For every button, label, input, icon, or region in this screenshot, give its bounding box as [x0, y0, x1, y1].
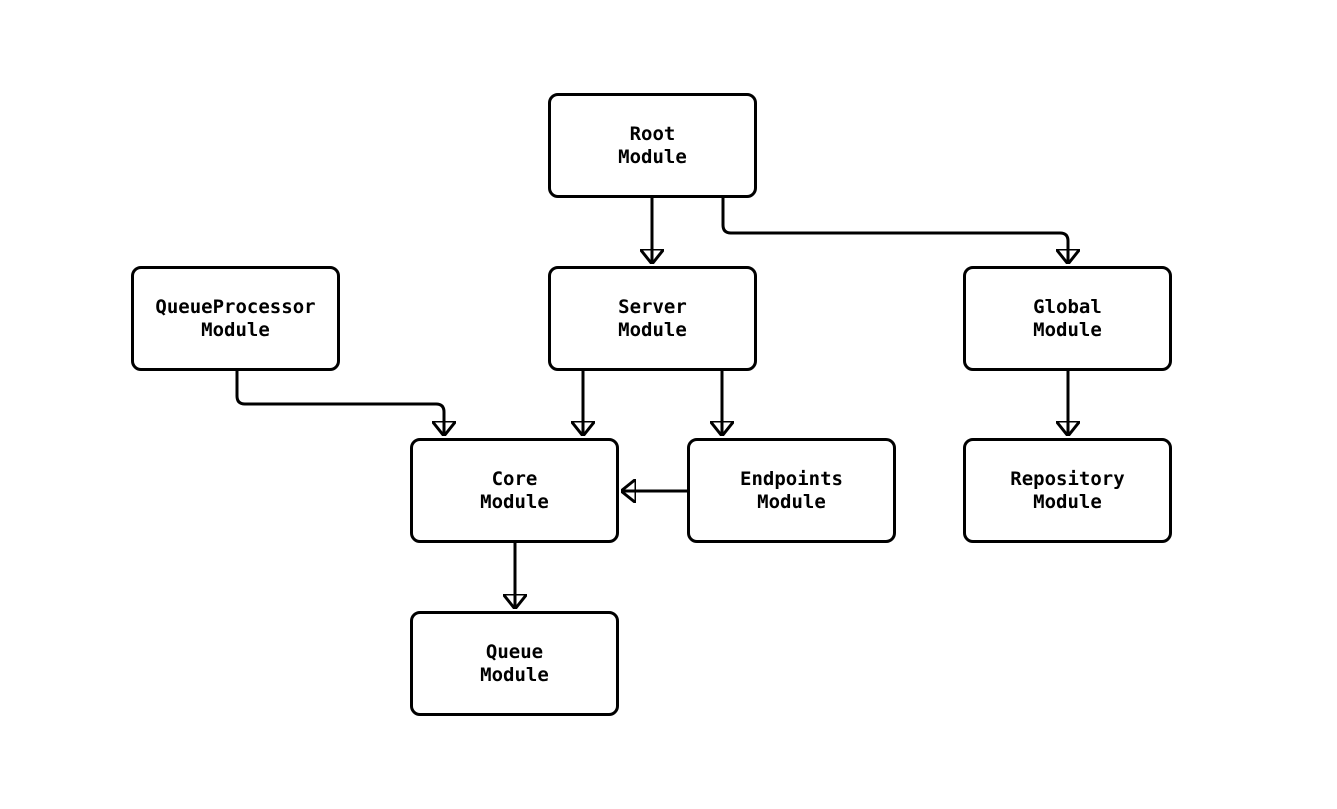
node-repository-module-label: Repository Module	[1010, 467, 1125, 513]
node-queueprocessor-module: QueueProcessor Module	[131, 266, 340, 371]
node-global-module: Global Module	[963, 266, 1172, 371]
node-global-module-label: Global Module	[1033, 295, 1102, 341]
node-repository-module: Repository Module	[963, 438, 1172, 543]
node-queueprocessor-module-label: QueueProcessor Module	[155, 295, 316, 341]
node-server-module-label: Server Module	[618, 295, 687, 341]
node-endpoints-module: Endpoints Module	[687, 438, 896, 543]
node-root-module: Root Module	[548, 93, 757, 198]
node-queue-module: Queue Module	[410, 611, 619, 716]
edge-queueprocessor-to-core	[235, 371, 444, 436]
node-core-module-label: Core Module	[480, 467, 549, 513]
node-queue-module-label: Queue Module	[480, 640, 549, 686]
node-root-module-label: Root Module	[618, 122, 687, 168]
node-endpoints-module-label: Endpoints Module	[740, 467, 843, 513]
node-core-module: Core Module	[410, 438, 619, 543]
node-server-module: Server Module	[548, 266, 757, 371]
edge-root-to-global	[721, 198, 1068, 264]
